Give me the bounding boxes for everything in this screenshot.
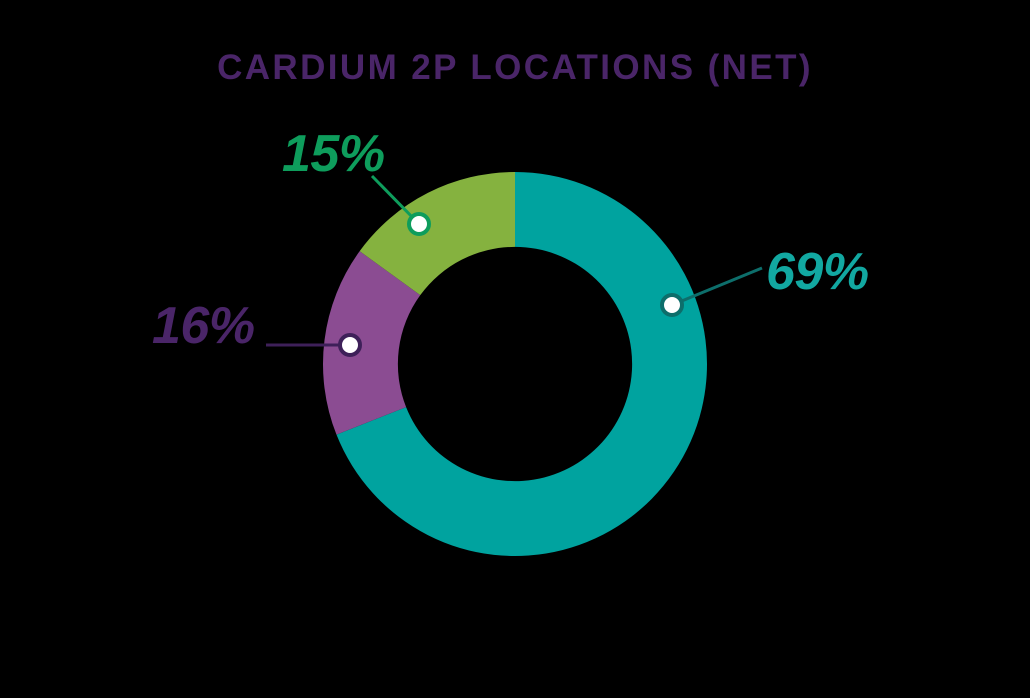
callout-label-15: 15% bbox=[282, 125, 385, 183]
donut-slice-69[interactable] bbox=[336, 172, 707, 557]
callout-label-69: 69% bbox=[766, 243, 869, 301]
slice-marker-15[interactable] bbox=[407, 212, 431, 236]
donut-slice-group bbox=[322, 172, 707, 557]
slice-marker-group bbox=[338, 212, 684, 357]
leader-line-69 bbox=[671, 266, 763, 307]
callout-label-16: 16% bbox=[152, 297, 255, 355]
donut-slice-16[interactable] bbox=[322, 251, 421, 435]
slice-marker-69[interactable] bbox=[660, 293, 684, 317]
donut-slice-15[interactable] bbox=[359, 172, 515, 296]
page-title: CARDIUM 2P LOCATIONS (NET) bbox=[217, 48, 813, 87]
slice-marker-16[interactable] bbox=[338, 333, 362, 357]
